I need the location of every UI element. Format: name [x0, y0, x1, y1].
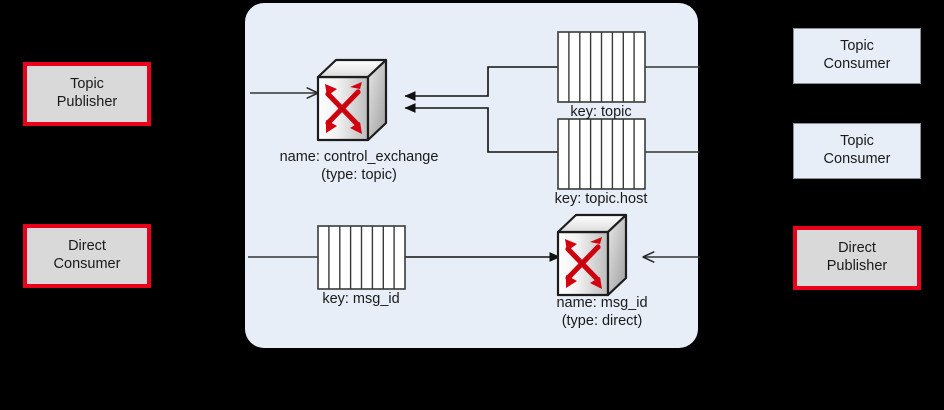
queue-topic-label: key: topic	[570, 104, 632, 120]
exchange-control-exchange-caption: name: control_exchange (type: topic)	[263, 149, 455, 184]
queue-topic-caption: key: topic	[521, 104, 681, 122]
endpoint-topic-consumer-2[interactable]: Topic Consumer	[793, 123, 921, 179]
queue-msg-id	[317, 225, 406, 290]
queue-topic	[557, 31, 646, 103]
endpoint-topic-consumer-1-line2: Consumer	[823, 56, 891, 72]
queue-topic-host	[557, 118, 646, 190]
endpoint-direct-consumer-line2: Consumer	[53, 256, 121, 272]
endpoint-topic-publisher-line1: Topic	[70, 76, 104, 93]
exchange-switch-icon	[556, 213, 628, 297]
endpoint-direct-publisher-line2: Publisher	[826, 258, 888, 274]
queue-msg-id-caption: key: msg_id	[281, 291, 441, 309]
exchange-control-exchange-type: (type: topic)	[321, 166, 397, 183]
endpoint-topic-consumer-2-line2: Consumer	[823, 151, 891, 167]
endpoint-topic-publisher[interactable]: Topic Publisher	[23, 62, 151, 126]
exchange-msg-id-name: name: msg_id	[556, 295, 648, 311]
connector-queue-topic-host-to-exchange	[404, 103, 558, 153]
exchange-msg-id-caption: name: msg_id (type: direct)	[506, 295, 698, 330]
endpoint-topic-publisher-line2: Publisher	[56, 94, 118, 110]
queue-msg-id-label: key: msg_id	[322, 291, 400, 307]
endpoint-topic-consumer-1-line1: Topic	[840, 38, 874, 55]
connector-queue-topic-to-exchange	[404, 66, 558, 101]
endpoint-topic-consumer-2-line1: Topic	[840, 133, 874, 150]
exchange-control-exchange-name: name: control_exchange	[279, 149, 439, 165]
exchange-switch-icon	[316, 58, 388, 142]
endpoint-direct-publisher[interactable]: Direct Publisher	[793, 226, 921, 290]
queue-topic-host-label: key: topic.host	[554, 191, 648, 207]
endpoint-topic-consumer-1[interactable]: Topic Consumer	[793, 28, 921, 84]
exchange-msg-id-type: (type: direct)	[561, 312, 643, 329]
endpoint-direct-publisher-line1: Direct	[838, 240, 876, 257]
endpoint-direct-consumer[interactable]: Direct Consumer	[23, 224, 151, 288]
endpoint-direct-consumer-line1: Direct	[68, 238, 106, 255]
queue-topic-host-caption: key: topic.host	[521, 191, 681, 209]
